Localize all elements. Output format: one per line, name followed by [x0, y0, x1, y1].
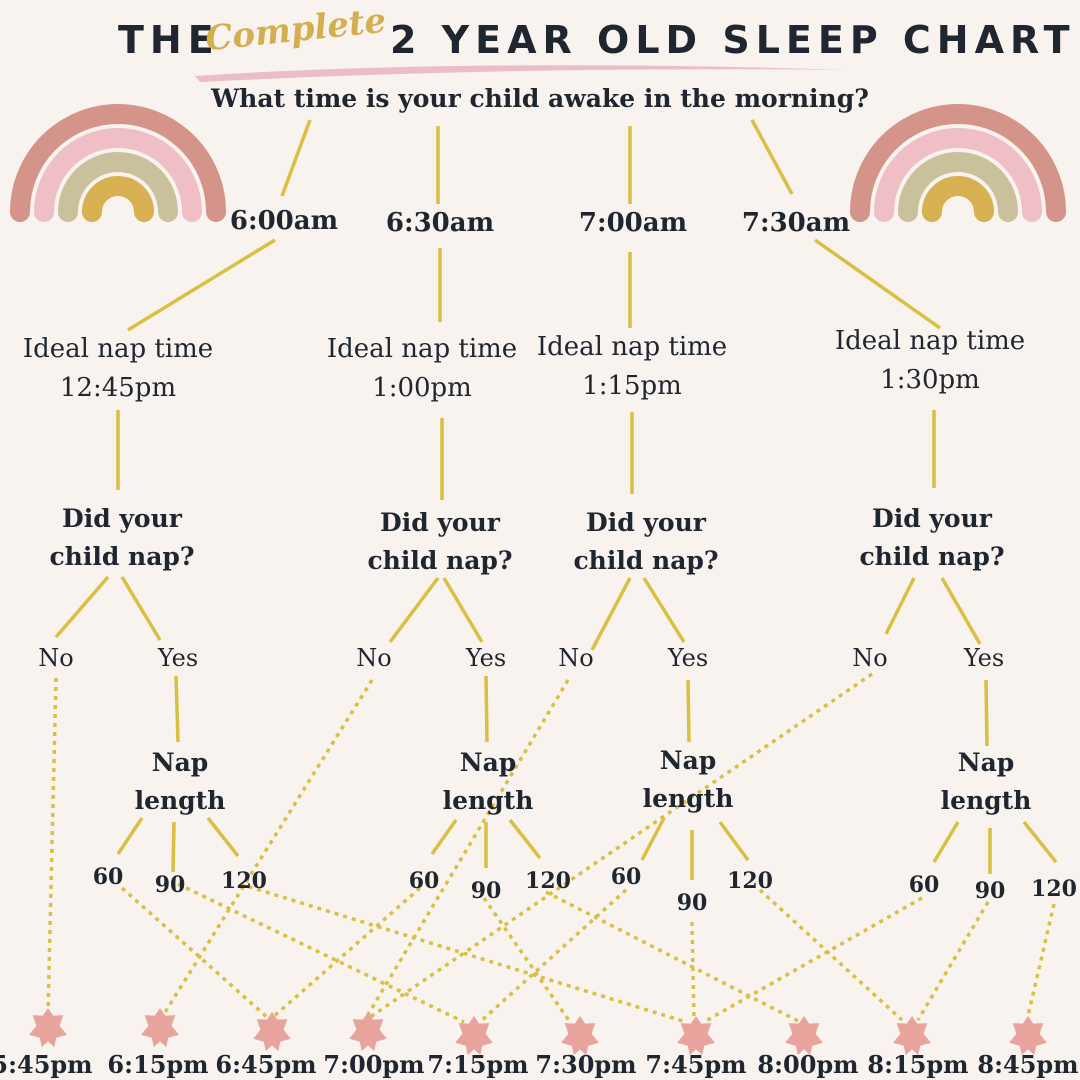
bedtime-6: 7:30pm [535, 1050, 637, 1079]
nap-length-line: length [940, 786, 1032, 815]
bedtime-4: 7:00pm [323, 1050, 425, 1079]
ideal-nap-label: Ideal nap time [536, 332, 728, 362]
rainbow-icon-right [850, 104, 1066, 222]
chart-title: THE Complete 2 YEAR OLD SLEEP CHART [0, 1, 1080, 62]
nap-length-line: length [642, 784, 734, 813]
ideal-nap-4: Ideal nap time 1:30pm [835, 322, 1025, 400]
nap-length-3: Nap length [643, 742, 734, 818]
nap-length-1: Nap length [135, 744, 226, 820]
star-icon [893, 1016, 931, 1055]
nap-question-line: Did your [872, 504, 992, 533]
length-60-col4: 60 [908, 872, 940, 898]
dotted-connectors [46, 672, 1056, 1024]
nap-length-line: length [442, 786, 534, 815]
bedtime-3: 6:45pm [215, 1050, 317, 1079]
star-icon [1009, 1016, 1047, 1055]
wake-question: What time is your child awake in the mor… [211, 84, 869, 113]
length-60-col3: 60 [610, 864, 642, 890]
bedtime-stars [29, 1008, 1047, 1055]
title-prefix: THE [118, 18, 220, 62]
ideal-nap-3: Ideal nap time 1:15pm [537, 328, 727, 406]
answer-yes-1: Yes [157, 644, 199, 672]
title-underline [195, 65, 848, 82]
nap-question-line: Did your [586, 508, 706, 537]
ideal-nap-1: Ideal nap time 12:45pm [23, 330, 213, 408]
length-90-col4: 90 [974, 878, 1006, 904]
answer-no-4: No [852, 644, 888, 672]
nap-question-line: Did your [62, 504, 182, 533]
answer-no-2: No [356, 644, 392, 672]
rainbow-icon-left [10, 104, 226, 222]
answer-yes-3: Yes [667, 644, 709, 672]
bedtime-5: 7:15pm [427, 1050, 529, 1079]
ideal-nap-time: 1:00pm [372, 373, 472, 403]
nap-length-line: Nap [459, 748, 517, 777]
nap-question-line: child nap? [367, 546, 513, 575]
ideal-nap-label: Ideal nap time [326, 334, 518, 364]
wake-time-3: 7:00am [578, 208, 688, 238]
length-60-col2: 60 [408, 868, 440, 894]
star-icon [141, 1008, 179, 1047]
length-120-col2: 120 [525, 868, 571, 894]
length-120-col3: 120 [727, 868, 773, 894]
nap-length-line: Nap [151, 748, 209, 777]
length-90-col2: 90 [470, 878, 502, 904]
ideal-nap-time: 1:15pm [582, 371, 682, 401]
length-90-col1: 90 [154, 872, 186, 898]
ideal-nap-time: 12:45pm [59, 373, 177, 403]
bedtime-8: 8:00pm [757, 1050, 859, 1079]
nap-question-line: child nap? [49, 542, 195, 571]
title-main: 2 YEAR OLD SLEEP CHART [390, 18, 1076, 62]
answer-yes-4: Yes [963, 644, 1005, 672]
star-icon [455, 1016, 493, 1055]
nap-question-1: Did your child nap? [49, 500, 194, 576]
bedtime-9: 8:15pm [867, 1050, 969, 1079]
length-90-col3: 90 [676, 890, 708, 916]
bedtime-2: 6:15pm [107, 1050, 209, 1079]
ideal-nap-label: Ideal nap time [834, 326, 1026, 356]
star-icon [29, 1008, 67, 1047]
nap-length-line: length [134, 786, 226, 815]
star-icon [677, 1016, 715, 1055]
bedtime-1: 5:45pm [0, 1050, 93, 1079]
ideal-nap-label: Ideal nap time [22, 334, 214, 364]
nap-question-line: Did your [380, 508, 500, 537]
nap-length-2: Nap length [443, 744, 534, 820]
wake-time-4: 7:30am [741, 208, 851, 238]
answer-no-3: No [558, 644, 594, 672]
wake-time-2: 6:30am [385, 208, 495, 238]
star-icon [349, 1012, 387, 1051]
nap-question-3: Did your child nap? [573, 504, 718, 580]
wake-time-1: 6:00am [229, 206, 339, 236]
star-icon [253, 1012, 291, 1051]
bedtime-7: 7:45pm [645, 1050, 747, 1079]
length-120-col1: 120 [221, 868, 267, 894]
ideal-nap-2: Ideal nap time 1:00pm [327, 330, 517, 408]
nap-length-line: Nap [659, 746, 717, 775]
nap-length-line: Nap [957, 748, 1015, 777]
nap-question-line: child nap? [859, 542, 1005, 571]
answer-yes-2: Yes [465, 644, 507, 672]
bedtime-10: 8:45pm [977, 1050, 1079, 1079]
nap-question-4: Did your child nap? [859, 500, 1004, 576]
nap-length-4: Nap length [941, 744, 1032, 820]
length-120-col4: 120 [1031, 876, 1077, 902]
length-60-col1: 60 [92, 864, 124, 890]
star-icon [785, 1016, 823, 1055]
nap-question-line: child nap? [573, 546, 719, 575]
nap-question-2: Did your child nap? [367, 504, 512, 580]
answer-no-1: No [38, 644, 74, 672]
star-icon [561, 1016, 599, 1055]
solid-connectors [54, 119, 1058, 880]
ideal-nap-time: 1:30pm [880, 365, 980, 395]
